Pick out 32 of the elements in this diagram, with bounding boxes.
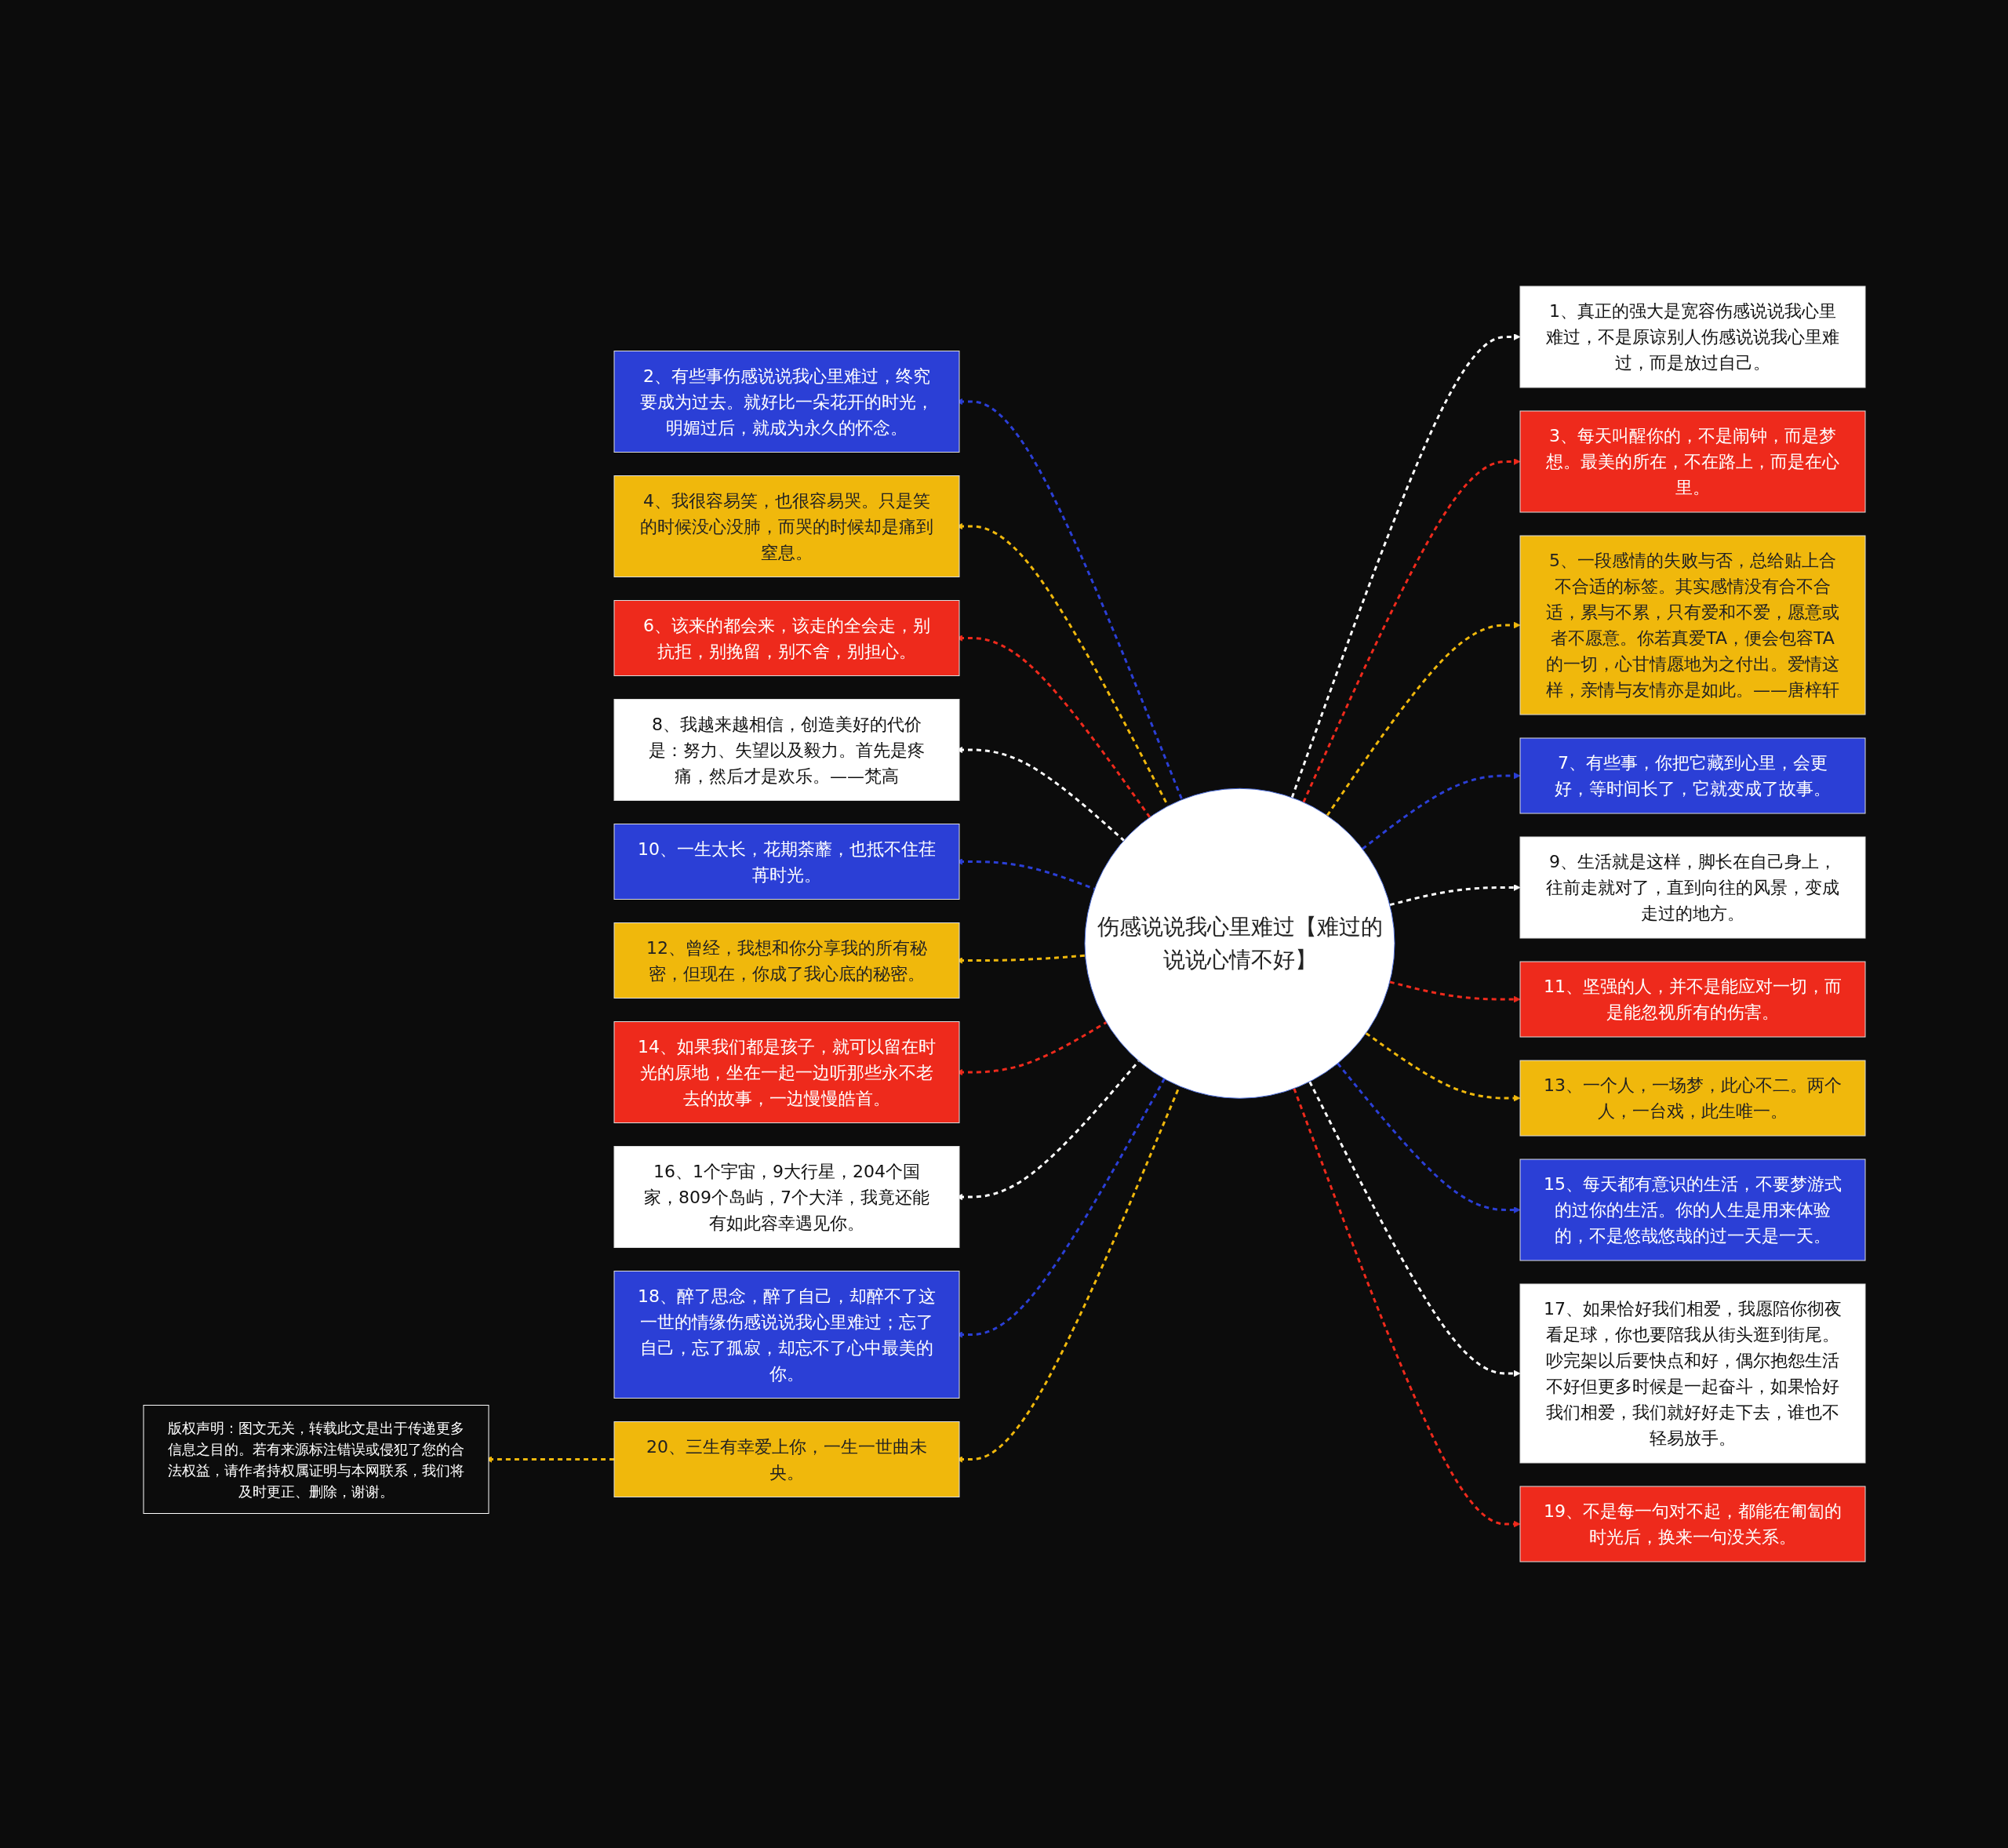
node-box: 1、真正的强大是宽容伤感说说我心里难过，不是原谅别人伤感说说我心里难过，而是放过自己。 <box>1519 286 1865 388</box>
node-box: 17、如果恰好我们相爱，我愿陪你彻夜看足球，你也要陪我从街头逛到街尾。吵完架以后要快点和好，偶尔抱怨生活不好但更多时候是一起奋斗，如果恰好我们相爱，我们就好好走下去，谁也不轻易放手。 <box>1519 1283 1865 1464</box>
node-box: 8、我越来越相信，创造美好的代价是：努力、失望以及毅力。首先是疼痛，然后才是欢乐。——梵高 <box>613 699 959 801</box>
node-box: 14、如果我们都是孩子，就可以留在时光的原地，坐在一起一边听那些永不老去的故事，一边慢慢皓首。 <box>613 1021 959 1123</box>
node-box: 版权声明：图文无关，转载此文是出于传递更多信息之目的。若有来源标注错误或侵犯了您的合法权益，请作者持权属证明与本网联系，我们将及时更正、删除，谢谢。 <box>143 1405 489 1514</box>
node-box: 19、不是每一句对不起，都能在匍匐的时光后，换来一句没关系。 <box>1519 1486 1865 1562</box>
node-box: 16、1个宇宙，9大行星，204个国家，809个岛屿，7个大洋，我竟还能有如此容幸遇见你。 <box>613 1146 959 1248</box>
node-box: 3、每天叫醒你的，不是闹钟，而是梦想。最美的所在，不在路上，而是在心里。 <box>1519 410 1865 513</box>
node-box: 6、该来的都会来，该走的全会走，别抗拒，别挽留，别不舍，别担心。 <box>613 600 959 676</box>
node-box: 9、生活就是这样，脚长在自己身上，往前走就对了，直到向往的风景，变成走过的地方。 <box>1519 836 1865 939</box>
arrow <box>1388 980 1520 1003</box>
node-circle: 伤感说说我心里难过【难过的说说心情不好】 <box>1084 788 1395 1099</box>
node-box: 11、坚强的人，并不是能应对一切，而是能忽视所有的伤害。 <box>1519 961 1865 1038</box>
arrow <box>1388 884 1520 907</box>
arrow <box>1290 333 1520 798</box>
node-box: 4、我很容易笑，也很容易哭。只是笑的时候没心没肺，而哭的时候却是痛到窒息。 <box>613 475 959 577</box>
node-box: 20、三生有幸爱上你，一生一世曲未央。 <box>613 1421 959 1497</box>
arrow <box>1326 621 1520 817</box>
arrow <box>1361 772 1520 850</box>
arrow <box>1292 1088 1520 1528</box>
arrow <box>1336 1062 1520 1213</box>
node-box: 15、每天都有意识的生活，不要梦游式的过你的生活。你的人生是用来体验的，不是悠哉悠哉的过一天是一天。 <box>1519 1159 1865 1261</box>
arrow <box>1308 1081 1520 1377</box>
node-box: 10、一生太长，花期荼蘼，也抵不住荏苒时光。 <box>613 824 959 900</box>
node-box: 13、一个人，一场梦，此心不二。两个人，一台戏，此生唯一。 <box>1519 1060 1865 1137</box>
node-box: 18、醉了思念，醉了自己，却醉不了这一世的情缘伤感说说我心里难过；忘了自己，忘了孤寂，却忘不了心中最美的你。 <box>613 1271 959 1399</box>
arrow <box>1365 1031 1520 1102</box>
node-box: 7、有些事，你把它藏到心里，会更好，等时间长了，它就变成了故事。 <box>1519 737 1865 814</box>
node-box: 5、一段感情的失败与否，总给贴上合不合适的标签。其实感情没有合不合适，累与不累，只有爱和不爱，愿意或者不愿意。你若真爱TA，便会包容TA的一切，心甘情愿地为之付出。爱情这样，亲情与友情亦是如此。——唐梓轩 <box>1519 535 1865 715</box>
arrow <box>1301 458 1520 803</box>
node-box: 12、曾经，我想和你分享我的所有秘密，但现在，你成了我心底的秘密。 <box>613 922 959 999</box>
node-box: 2、有些事伤感说说我心里难过，终究要成为过去。就好比一朵花开的时光，明媚过后，就成为永久的怀念。 <box>613 351 959 453</box>
